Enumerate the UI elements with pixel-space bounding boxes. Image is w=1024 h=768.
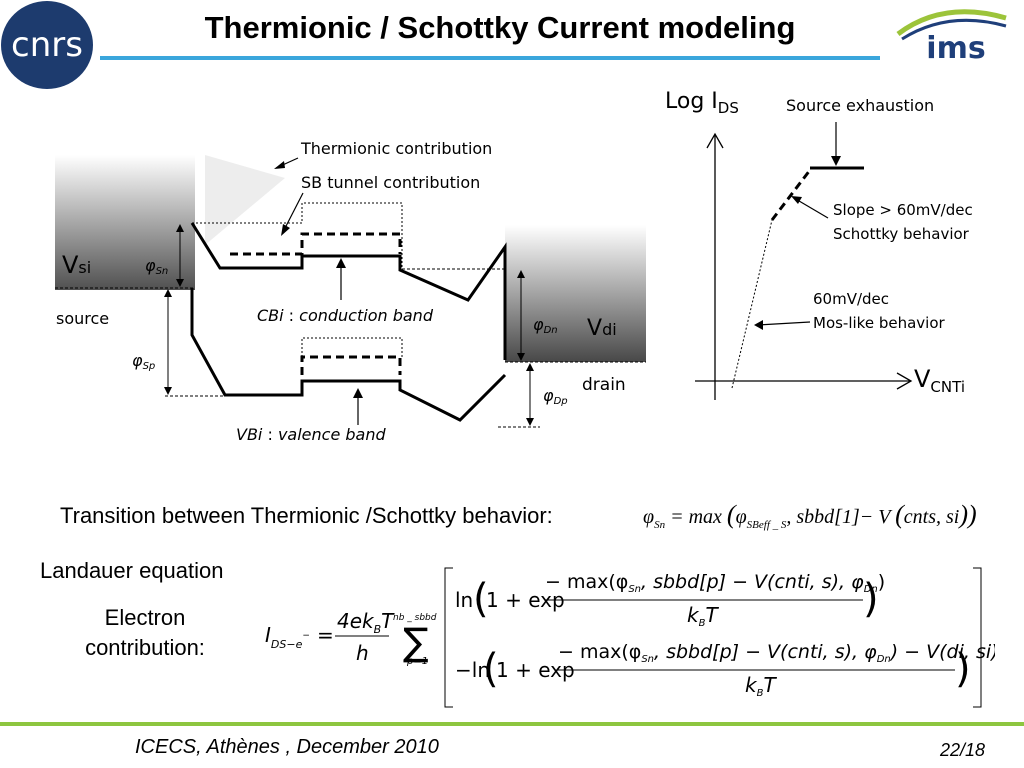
thermionic-label: Thermionic contribution (300, 139, 492, 158)
valence-band-line (190, 288, 507, 422)
x-axis-label: VCNTi (914, 365, 965, 396)
ims-logo: ims (896, 9, 1007, 64)
source-exhaustion-label: Source exhaustion (786, 96, 934, 115)
drain-label: drain (582, 375, 626, 395)
svg-text:(: ( (473, 576, 489, 622)
ims-logo-swoosh-green (896, 9, 1007, 36)
vb-dashed-step (300, 355, 402, 375)
phi-dn-label: φDn (533, 315, 558, 336)
slope-label-2: Schottky behavior (833, 225, 970, 243)
cnrs-logo-circle (1, 1, 93, 89)
footer-page-number: 22/18 (940, 740, 986, 760)
source-metal-region (55, 155, 195, 290)
svg-text:=: = (317, 623, 334, 647)
drain-metal-region (505, 225, 646, 362)
eq-frac2-num: − max(φSn, sbbd[p] − V(cnti, s), φDn) − … (558, 641, 995, 665)
phi-sn-label: φSn (145, 256, 168, 277)
vsi-label: Vsi (62, 251, 91, 279)
mos-label-1: 60mV/dec (813, 290, 889, 308)
footer-rule (0, 722, 1024, 726)
cbi-label: CBi : conduction band (257, 306, 434, 325)
eq-ln-1: ln (455, 588, 473, 612)
eq-prefactor-den: h (356, 641, 369, 665)
eq-frac1-den: kBT (687, 603, 719, 629)
band-diagram: Thermionic contribution SB tunnel contri… (55, 139, 646, 444)
mos-label-2: Mos-like behavior (813, 314, 946, 332)
slide-title: Thermionic / Schottky Current modeling (204, 10, 796, 45)
eq-sum-top: nb _ sbbd (393, 613, 437, 623)
svg-text:(: ( (483, 646, 499, 692)
thermionic-wedge-shape (205, 155, 285, 245)
mos-like-segment (731, 219, 773, 389)
eq-frac1-num: − max(φSn, sbbd[p] − V(cnti, s), φDn) (545, 571, 885, 595)
eq-i-lhs: IDS−e− (265, 623, 310, 651)
iv-plot: Log IDS VCNTi Source exhaustion Slope > … (665, 89, 973, 400)
schottky-segment (770, 169, 812, 221)
sb-tunnel-label: SB tunnel contribution (301, 173, 480, 192)
svg-text:): ) (955, 646, 971, 692)
sb-tunnel-pointer-line (282, 192, 304, 233)
conduction-band-line (190, 222, 507, 360)
ims-logo-swoosh-blue (901, 18, 1007, 41)
footer-conference: ICECS, Athènes , December 2010 (135, 736, 439, 758)
vb-dotted-outline (301, 337, 403, 357)
slope-label-1: Slope > 60mV/dec (833, 201, 973, 219)
landauer-text: Landauer equation (40, 558, 224, 583)
eq-prefactor-num: 4ekBT (337, 609, 395, 636)
cb-dashed-step (230, 232, 402, 256)
cnrs-logo: cnrs (1, 1, 93, 89)
slope-pointer (793, 197, 829, 219)
ims-logo-text: ims (926, 31, 985, 64)
y-axis-label: Log IDS (665, 89, 739, 117)
vdi-label: Vdi (587, 316, 617, 341)
mos-pointer (756, 321, 811, 326)
transition-text: Transition between Thermionic /Schottky … (60, 503, 553, 528)
svg-text:): ) (863, 576, 879, 622)
landauer-equation: IDS−e− = 4ekBT h nb _ sbbd ∑ p=1 ln ( 1 … (265, 567, 995, 708)
transition-equation: φSn = max (φSBeff _ S, sbbd[1]− V (cnts,… (643, 500, 977, 531)
electron-contribution-text: Electron contribution: (85, 605, 205, 660)
cb-dotted-outline (192, 202, 403, 269)
title-rule (100, 56, 880, 60)
cnrs-logo-text: cnrs (11, 25, 83, 65)
phi-dp-label: φDp (543, 386, 568, 407)
phi-sp-label: φSp (132, 351, 155, 372)
eq-frac2-den: kBT (745, 673, 777, 699)
vbi-label: VBi : valence band (236, 425, 386, 444)
source-label: source (56, 309, 109, 328)
eq-ln-2: −ln (455, 658, 490, 682)
eq-sum-bottom: p=1 (406, 656, 428, 667)
eq-sum-symbol: ∑ (403, 620, 429, 664)
